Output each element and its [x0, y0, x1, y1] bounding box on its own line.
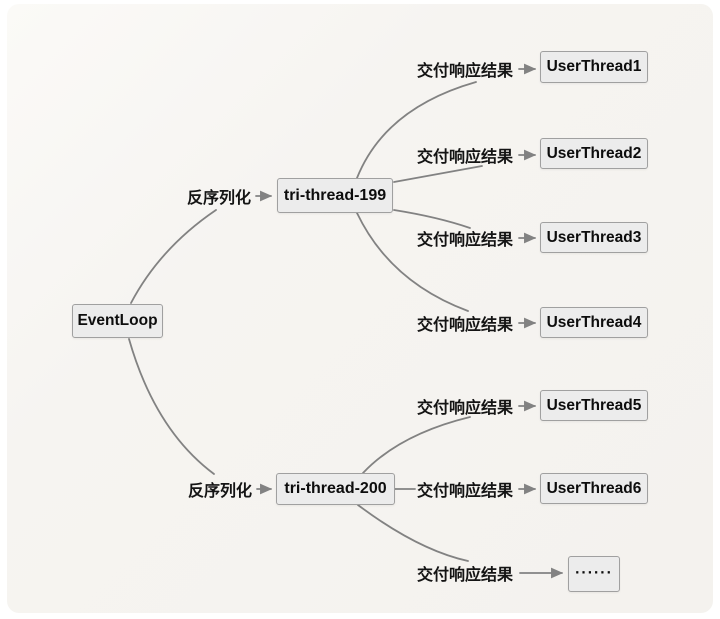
- edge-label-deliver-ut5: 交付响应结果: [417, 400, 514, 417]
- edge-eventloop-t199: [130, 209, 217, 304]
- node-user-thread-1: UserThread1: [540, 51, 648, 83]
- edge-eventloop-t200: [128, 338, 215, 475]
- edge-label-deliver-ut4: 交付响应结果: [417, 317, 514, 334]
- edge-label-deliver-ut2: 交付响应结果: [417, 149, 514, 166]
- node-user-thread-3: UserThread3: [540, 222, 648, 253]
- edge-t199-ut3: [393, 209, 471, 229]
- node-more-threads-label: ......: [575, 560, 613, 578]
- node-more-threads: ......: [568, 556, 620, 592]
- node-user-thread-6: UserThread6: [540, 473, 648, 504]
- edge-t200-ut5: [362, 416, 471, 474]
- node-user-thread-2: UserThread2: [540, 138, 648, 169]
- node-tri-thread-199: tri-thread-199: [277, 178, 393, 213]
- node-user-thread-5: UserThread5: [540, 390, 648, 421]
- edge-label-deliver-ut3: 交付响应结果: [417, 232, 514, 249]
- node-user-thread-4: UserThread4: [540, 307, 648, 338]
- edge-t199-ut4: [356, 212, 469, 312]
- edge-label-deliver-ut6: 交付响应结果: [417, 483, 514, 500]
- node-tri-thread-200: tri-thread-200: [276, 473, 395, 505]
- edge-label-deserialize-bottom: 反序列化: [188, 483, 253, 500]
- node-event-loop: EventLoop: [72, 304, 163, 338]
- edge-t200-dots: [357, 504, 469, 562]
- edge-label-deliver-dots: 交付响应结果: [417, 567, 514, 584]
- edge-t199-ut1: [356, 81, 477, 179]
- edge-label-deserialize-top: 反序列化: [187, 190, 252, 207]
- edge-t199-ut2: [393, 165, 483, 183]
- edge-label-deliver-ut1: 交付响应结果: [417, 63, 514, 80]
